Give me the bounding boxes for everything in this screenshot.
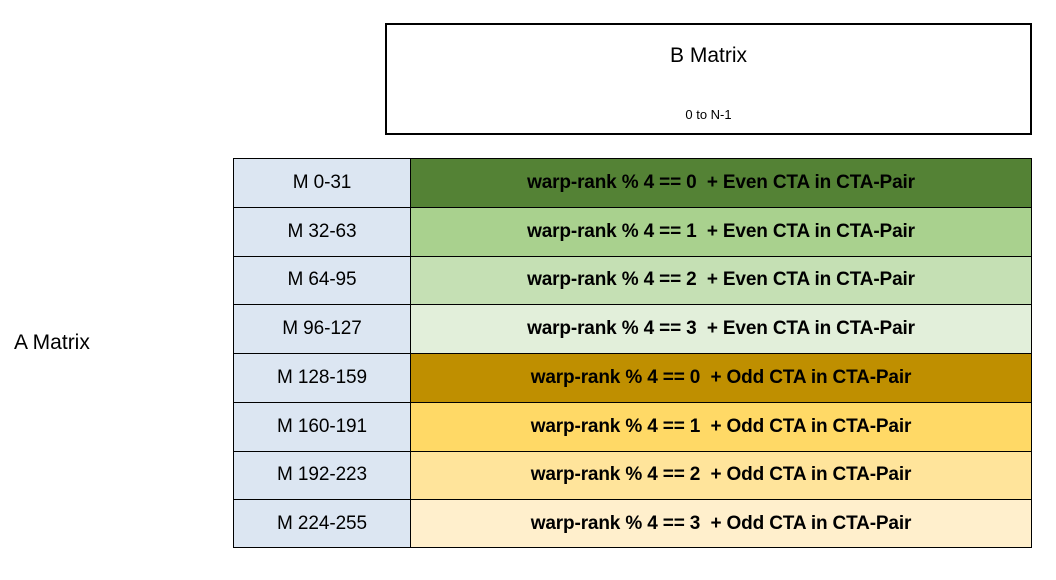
row-description-cell: warp-rank % 4 == 1 + Odd CTA in CTA-Pair (411, 401, 1032, 451)
b-matrix-box: B Matrix 0 to N-1 (385, 23, 1032, 135)
row-description-cell: warp-rank % 4 == 1 + Even CTA in CTA-Pai… (411, 206, 1032, 256)
row-label-cell: M 192-223 (233, 450, 411, 500)
b-matrix-title: B Matrix (669, 44, 747, 67)
row-label-cell: M 32-63 (233, 206, 411, 256)
b-matrix-range-label: 0 to N-1 (685, 107, 732, 122)
row-label-cell: M 128-159 (233, 353, 411, 402)
row-description-cell: warp-rank % 4 == 3 + Even CTA in CTA-Pai… (411, 304, 1032, 353)
row-label-cell: M 96-127 (233, 304, 411, 353)
row-description-cell: warp-rank % 4 == 2 + Even CTA in CTA-Pai… (411, 255, 1032, 305)
row-description-cell: warp-rank % 4 == 3 + Odd CTA in CTA-Pair (411, 499, 1032, 548)
row-description-cell: warp-rank % 4 == 0 + Odd CTA in CTA-Pair (411, 353, 1032, 402)
row-label-cell: M 64-95 (233, 255, 411, 305)
row-label-cell: M 160-191 (233, 401, 411, 451)
a-matrix-label: A Matrix (14, 331, 90, 354)
row-label-cell: M 0-31 (233, 158, 411, 207)
row-label-cell: M 224-255 (233, 499, 411, 548)
row-description-cell: warp-rank % 4 == 0 + Even CTA in CTA-Pai… (411, 158, 1032, 207)
row-description-cell: warp-rank % 4 == 2 + Odd CTA in CTA-Pair (411, 450, 1032, 500)
